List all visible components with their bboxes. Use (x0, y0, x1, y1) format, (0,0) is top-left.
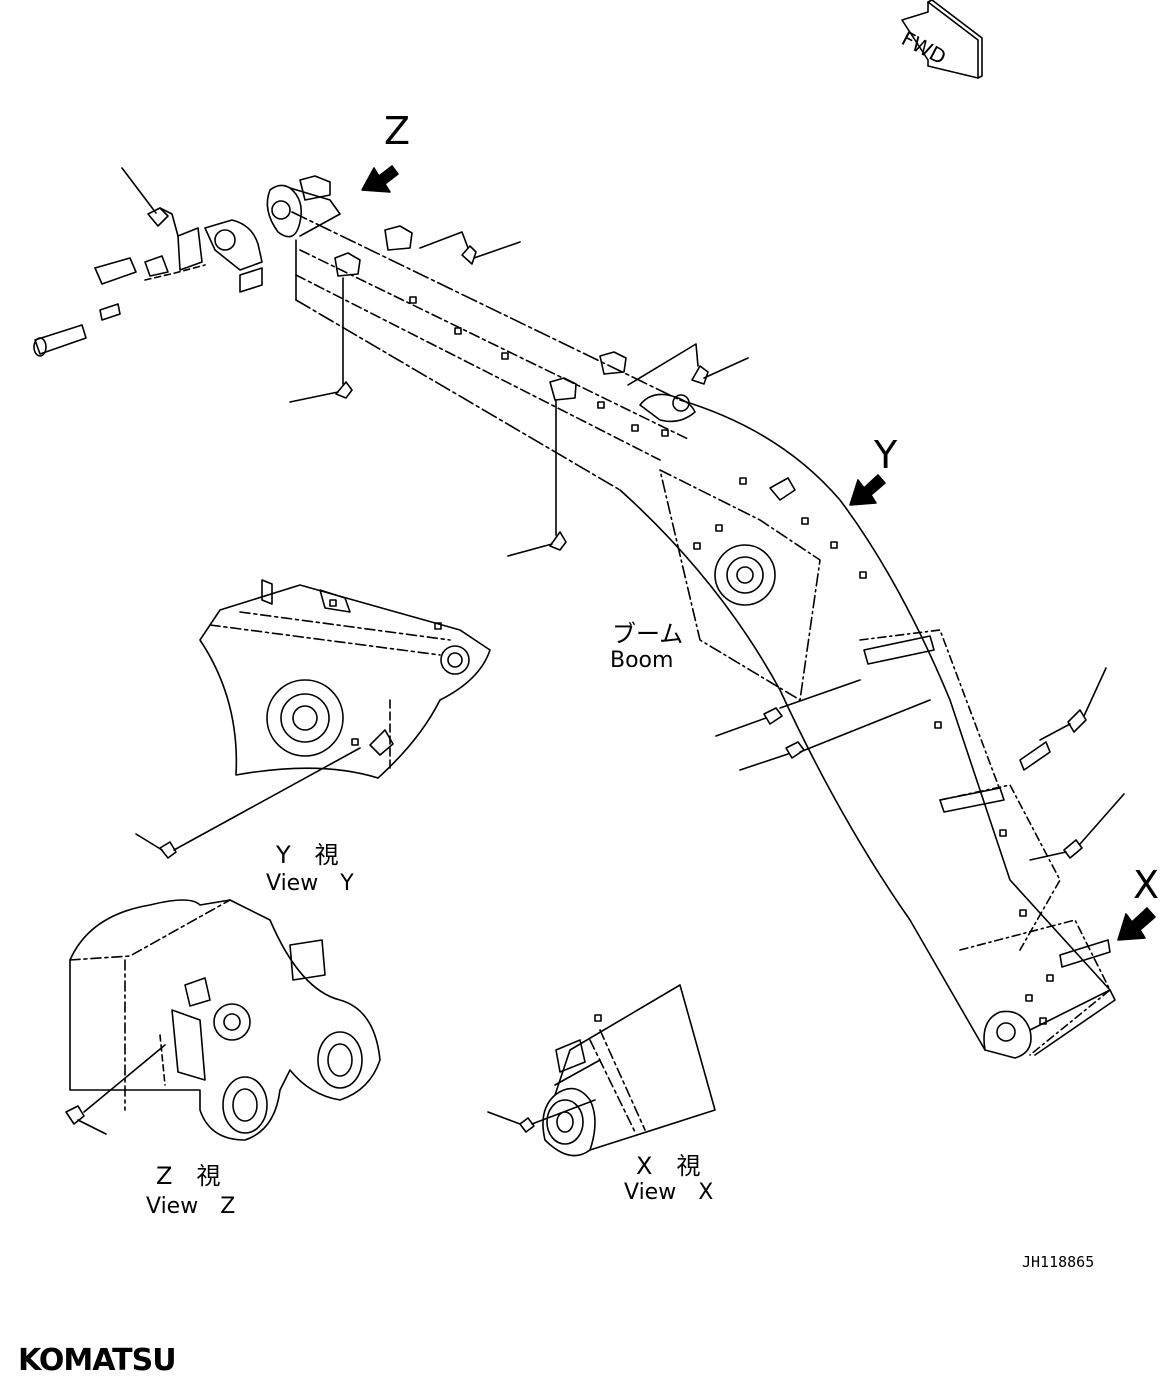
boom-label-en: Boom (610, 648, 674, 673)
view-z-label-jp: Z 視 (156, 1162, 221, 1190)
grease-fittings (121, 167, 1125, 861)
view-y-label-en: View Y (266, 871, 354, 896)
y-view-letter: Y (874, 433, 898, 477)
view-z-label-en: View Z (146, 1194, 236, 1219)
view-x-label-jp: X 視 (636, 1152, 701, 1180)
z-view-letter: Z (384, 109, 411, 153)
view-x-label-en: View X (624, 1180, 714, 1205)
x-view-letter: X (1133, 863, 1160, 907)
view-z-detail (65, 899, 381, 1141)
z-direction-arrow-icon (361, 165, 399, 193)
pin-assembly (33, 219, 263, 357)
view-y-label-jp: Y 視 (276, 841, 339, 869)
y-direction-arrow-icon (849, 474, 886, 506)
boom-label-jp: ブーム (612, 620, 684, 648)
view-y-detail (135, 579, 491, 859)
drawing-code: JH118865 (1022, 1253, 1095, 1271)
fwd-arrow-icon (901, 0, 983, 79)
boom-outline (266, 175, 1116, 1059)
x-direction-arrow-icon (1117, 907, 1156, 941)
komatsu-logo: KOMATSU (18, 1343, 177, 1378)
view-x-detail (487, 984, 716, 1157)
